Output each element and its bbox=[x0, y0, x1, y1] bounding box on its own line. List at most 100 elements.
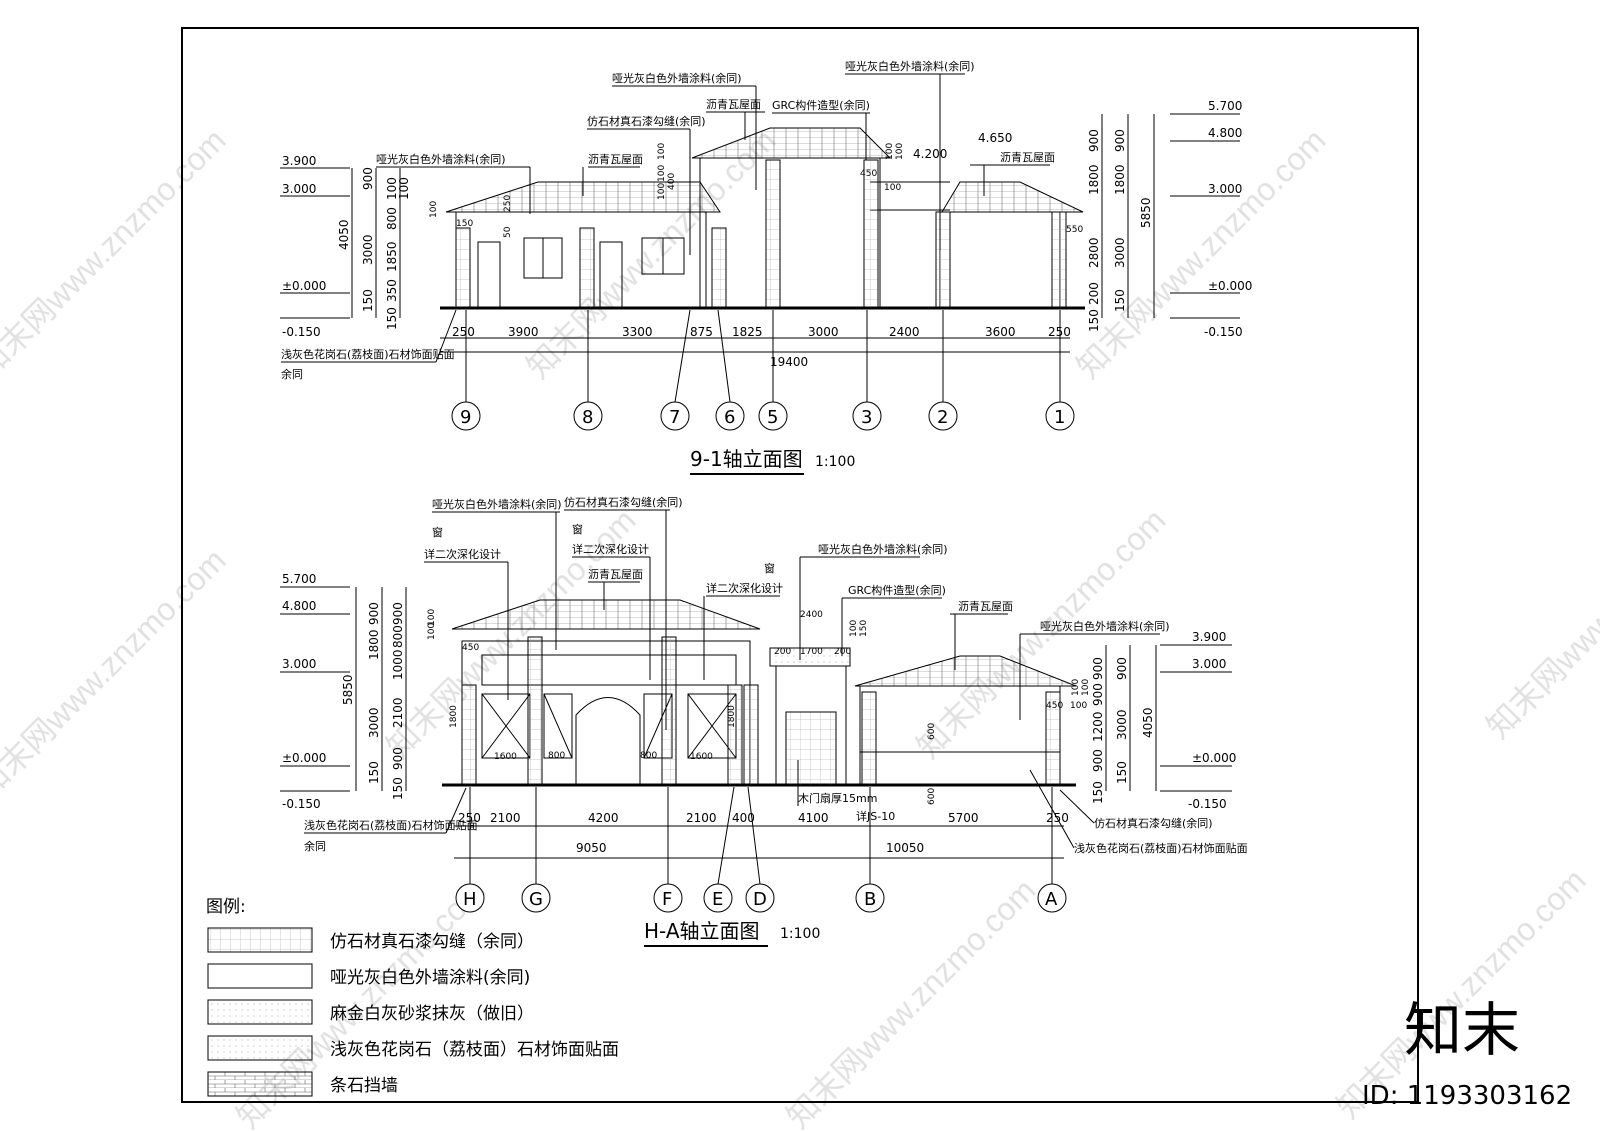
axis-bubble: 7 bbox=[660, 309, 691, 431]
hdim: 1825 bbox=[732, 325, 763, 339]
upper-vdim-left-inner: 350 bbox=[385, 279, 399, 302]
hdim: 4100 bbox=[798, 811, 829, 825]
small-dim: 100 bbox=[849, 620, 859, 637]
leader bbox=[1059, 789, 1095, 824]
upper-small-dims: 150 50 250 100 100 100 400 450 100 100 1… bbox=[429, 143, 1083, 238]
note: 仿石材真石漆勾缝(余同) bbox=[1094, 816, 1213, 830]
svg-text:知末网www.znzmo.com: 知末网www.znzmo.com bbox=[0, 542, 233, 805]
legend-item: 仿石材真石漆勾缝（余同） bbox=[330, 932, 534, 952]
small-dim: 1800 bbox=[449, 705, 459, 728]
upper-columns bbox=[455, 159, 1067, 309]
svg-text:知末网www.znzmo.com: 知末网www.znzmo.com bbox=[779, 872, 1042, 1131]
upper-wall-center bbox=[699, 157, 881, 309]
axis-bubble: D bbox=[745, 786, 775, 913]
upper-level-right: -0.150 bbox=[1204, 325, 1243, 339]
small-dim: 100 bbox=[427, 623, 437, 640]
column bbox=[727, 684, 743, 786]
small-dim: 100 bbox=[657, 143, 667, 160]
lower-level-left: 4.800 bbox=[282, 599, 316, 613]
lower-level-right: 3.000 bbox=[1192, 657, 1226, 671]
note: 浅灰色花岗石(荔枝面)石材饰面贴面 bbox=[1074, 841, 1248, 855]
upper-vdim-left-mid: 3000 bbox=[361, 234, 375, 265]
hdim: 3300 bbox=[622, 325, 653, 339]
axis-bubble: 1 bbox=[1045, 310, 1075, 431]
hdim: 2100 bbox=[686, 811, 717, 825]
upper-roof-right bbox=[941, 181, 1084, 213]
note: GRC构件造型(余同) bbox=[772, 98, 870, 112]
column bbox=[579, 227, 595, 309]
small-dim: 1600 bbox=[690, 752, 713, 762]
hdim: 4200 bbox=[588, 811, 619, 825]
axis-label: E bbox=[712, 889, 723, 910]
column bbox=[711, 227, 727, 309]
upper-level-left: 3.000 bbox=[282, 182, 316, 196]
axis-circle bbox=[451, 401, 481, 431]
brand-logo: 知末 bbox=[1404, 996, 1520, 1064]
upper-vdim-right-inner: 2800 bbox=[1087, 237, 1101, 268]
small-dim: 100 bbox=[1081, 679, 1091, 696]
axis-circle bbox=[573, 401, 603, 431]
note: 详二次深化设计 bbox=[572, 542, 649, 556]
axis-bubble: E bbox=[703, 786, 735, 913]
hdim: 250 bbox=[452, 325, 475, 339]
axis-bubble: G bbox=[521, 787, 551, 913]
svg-text:知末网www.znzmo.com: 知末网www.znzmo.com bbox=[379, 502, 642, 765]
svg-text:知末网www.znzmo.com: 知末网www.znzmo.com bbox=[909, 502, 1172, 765]
lower-level-right: ±0.000 bbox=[1192, 751, 1236, 765]
axis-circle bbox=[1045, 401, 1075, 431]
column bbox=[863, 159, 879, 309]
lower-vdim-right-inner: 900 bbox=[1091, 749, 1105, 772]
small-dim: 100 bbox=[885, 143, 895, 160]
hdim: 875 bbox=[690, 325, 713, 339]
legend-item: 哑光灰白色外墙涂料(余同) bbox=[330, 968, 530, 988]
small-dim: 600 bbox=[927, 723, 937, 740]
small-dim: 800 bbox=[548, 751, 565, 761]
note: 窗 bbox=[764, 561, 775, 575]
column bbox=[461, 684, 477, 786]
upper-vdim-left-inner: 1850 bbox=[385, 241, 399, 272]
note: 哑光灰白色外墙涂料(余同) bbox=[432, 497, 562, 511]
small-dim: 200 bbox=[834, 647, 851, 657]
small-dim: 100 bbox=[657, 165, 667, 182]
small-dim: 100 bbox=[1070, 701, 1087, 711]
axis-line bbox=[717, 309, 731, 403]
upper-drawing-scale: 1:100 bbox=[815, 454, 855, 470]
lower-vdim-right-mid: 900 bbox=[1115, 657, 1129, 680]
upper-annotations: 哑光灰白色外墙涂料(余同) 哑光灰白色外墙涂料(余同) 哑光灰白色外墙涂料(余同… bbox=[281, 59, 1055, 381]
axis-label: 7 bbox=[669, 407, 680, 428]
note: 哑光灰白色外墙涂料(余同) bbox=[1040, 619, 1170, 633]
note: 仿石材真石漆勾缝(余同) bbox=[564, 495, 683, 509]
window-diagonal bbox=[543, 693, 573, 759]
upper-vdim-left-inner: 100 bbox=[385, 177, 399, 200]
lower-arch-door bbox=[575, 697, 641, 785]
upper-vdim-left-inner: 100 bbox=[397, 177, 411, 200]
lower-vdim-left-mid: 900 bbox=[367, 602, 381, 625]
small-dim: 1800 bbox=[727, 705, 737, 728]
hdim: 2100 bbox=[490, 811, 521, 825]
lower-window bbox=[543, 693, 573, 759]
note: 沥青瓦屋面 bbox=[588, 568, 643, 581]
small-dim: 550 bbox=[1066, 225, 1083, 235]
column bbox=[455, 227, 471, 309]
lower-vdim-right-inner: 1200 bbox=[1091, 711, 1105, 742]
lower-vdim-left-mid: 1800 bbox=[367, 629, 381, 660]
column bbox=[861, 691, 877, 786]
note: 详二次深化设计 bbox=[706, 581, 783, 595]
leader bbox=[445, 787, 467, 834]
note: 哑光灰白色外墙涂料(余同) bbox=[376, 152, 506, 166]
lower-vdim-right-inner: 900 bbox=[1091, 657, 1105, 680]
legend: 图例: 仿石材真石漆勾缝（余同） 哑光灰白色外墙涂料(余同) 麻金白灰砂浆抹灰（… bbox=[206, 897, 619, 1097]
upper-vdim-right-inner: 900 bbox=[1087, 129, 1101, 152]
lower-horizontal-dims: 250 2100 4200 2100 400 4100 5700 250 905… bbox=[454, 811, 1069, 859]
upper-level-mid: 4.200 bbox=[913, 147, 947, 161]
small-dim: 150 bbox=[456, 219, 473, 229]
small-dim: 450 bbox=[860, 169, 877, 179]
lower-level-left: 5.700 bbox=[282, 572, 316, 586]
axis-circle bbox=[928, 401, 958, 431]
legend-swatch-plaster bbox=[207, 999, 313, 1025]
axis-circle bbox=[715, 401, 745, 431]
hdim-total: 19400 bbox=[770, 355, 808, 369]
upper-level-mid: 4.650 bbox=[978, 131, 1012, 145]
hdim: 2400 bbox=[889, 325, 920, 339]
